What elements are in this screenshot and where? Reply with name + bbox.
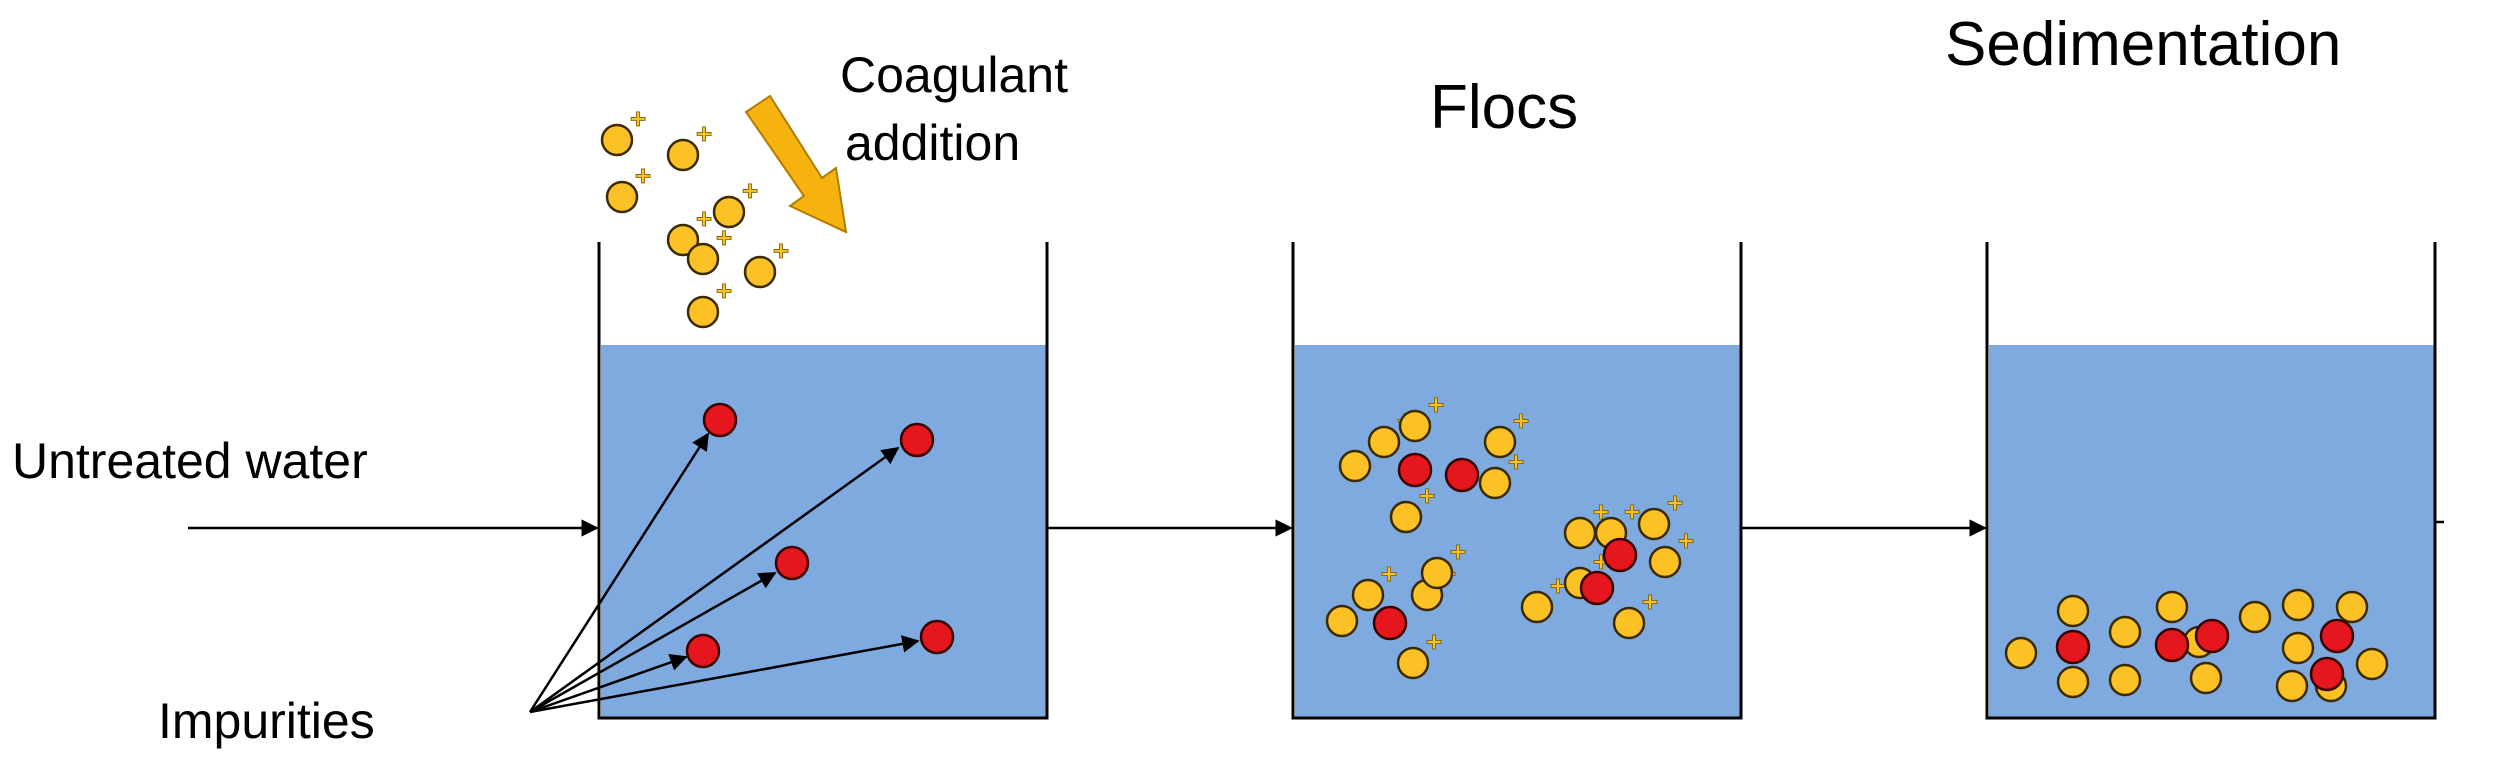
impurity-pointer bbox=[529, 446, 900, 714]
untreated-water-label: Untreated water bbox=[12, 433, 368, 489]
coagulant-particle bbox=[2056, 665, 2090, 699]
impurity-particle bbox=[702, 402, 738, 438]
impurity-particle bbox=[2055, 629, 2091, 665]
impurity-particle bbox=[2194, 618, 2230, 654]
tank-3-walls bbox=[1985, 242, 2437, 720]
coagulant-particle bbox=[743, 233, 791, 289]
impurity-particle bbox=[1372, 605, 1408, 641]
impurity-particle bbox=[774, 545, 810, 581]
impurity-particle bbox=[2154, 627, 2190, 663]
coagulant-label-line1: Coagulant bbox=[840, 47, 1068, 103]
impurity-particle bbox=[1444, 457, 1480, 493]
impurity-particle bbox=[1579, 570, 1615, 606]
impurity-particle bbox=[919, 619, 955, 655]
impurity-pointer bbox=[529, 653, 688, 714]
tank-1-water bbox=[601, 345, 1046, 717]
tank-1 bbox=[597, 242, 1049, 720]
impurity-particle bbox=[685, 633, 721, 669]
coagulant-particle bbox=[600, 101, 648, 157]
coagulant-particle bbox=[2355, 647, 2389, 681]
coagulant-particle bbox=[2056, 594, 2090, 628]
impurity-particle bbox=[899, 422, 935, 458]
coagulant-particle bbox=[2108, 663, 2142, 697]
impurity-particle bbox=[1397, 452, 1433, 488]
flocs-label: Flocs bbox=[1430, 73, 1578, 142]
coagulant-particle bbox=[2004, 636, 2038, 670]
impurities-label: Impurities bbox=[158, 693, 375, 749]
coagulant-particle bbox=[2281, 588, 2315, 622]
coagulant-particle bbox=[712, 173, 760, 229]
coagulant-particle bbox=[2275, 669, 2309, 703]
coagulant-particle bbox=[2281, 631, 2315, 665]
coagulant-particle bbox=[2155, 590, 2189, 624]
coagulant-particle bbox=[2335, 590, 2369, 624]
impurity-particle bbox=[2309, 656, 2345, 692]
impurity-particle bbox=[1602, 537, 1638, 573]
coagulant-particle bbox=[2238, 600, 2272, 634]
coagulant-particle bbox=[686, 273, 734, 329]
coagulant-label-line2: addition bbox=[845, 115, 1020, 171]
impurity-pointer bbox=[528, 432, 710, 713]
coagulant-particle bbox=[605, 158, 653, 214]
impurities-pointer-arrows bbox=[528, 432, 920, 714]
impurity-pointer bbox=[529, 571, 777, 714]
coagulant-particle bbox=[2189, 661, 2223, 695]
coagulant-particles-falling bbox=[600, 101, 791, 329]
coagulant-particle bbox=[2108, 615, 2142, 649]
coagulant-addition-arrow bbox=[744, 94, 848, 234]
impurity-particle bbox=[2319, 618, 2355, 654]
tank-2-walls bbox=[1291, 242, 1743, 720]
tank-1-walls bbox=[597, 242, 1049, 720]
sedimentation-label: Sedimentation bbox=[1945, 10, 2341, 79]
coagulant-particle bbox=[666, 116, 714, 172]
impurity-pointer bbox=[529, 635, 920, 714]
tank-2-water bbox=[1295, 345, 1740, 717]
